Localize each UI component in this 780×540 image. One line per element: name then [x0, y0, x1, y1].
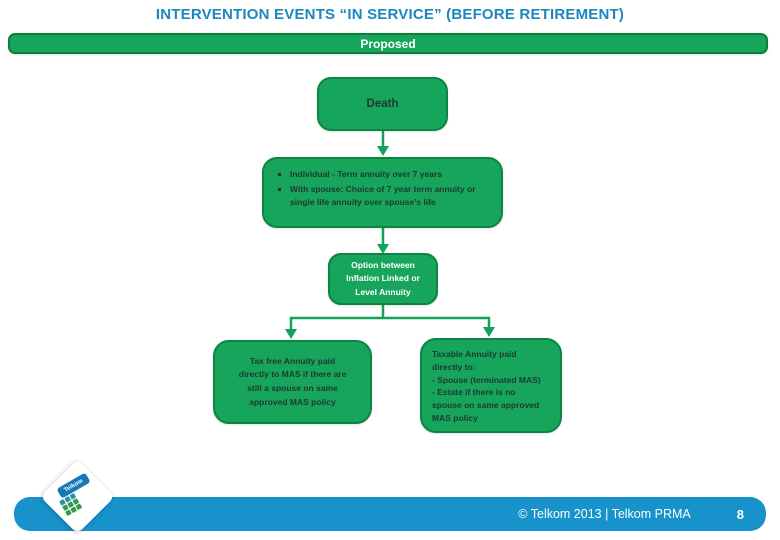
- annuity-options-list: Individual - Term annuity over 7 years W…: [272, 168, 493, 208]
- proposed-banner: Proposed: [8, 33, 768, 54]
- footer-copyright: © Telkom 2013 | Telkom PRMA: [518, 507, 691, 521]
- footer-bar: © Telkom 2013 | Telkom PRMA 8: [14, 497, 766, 531]
- flow-box-option-between: Option between Inflation Linked or Level…: [328, 253, 438, 305]
- flow-box-taxable-annuity: Taxable Annuity paid directly to: - Spou…: [420, 338, 562, 433]
- list-item: Individual - Term annuity over 7 years: [290, 168, 493, 181]
- list-item: With spouse: Choice of 7 year term annui…: [290, 183, 493, 209]
- flow-box-death: Death: [317, 77, 448, 131]
- death-label: Death: [366, 98, 399, 110]
- flow-box-tax-free-annuity: Tax free Annuity paid directly to MAS if…: [213, 340, 372, 424]
- proposed-banner-label: Proposed: [360, 36, 416, 51]
- slide-title: INTERVENTION EVENTS “IN SERVICE” (BEFORE…: [155, 6, 625, 23]
- page-number: 8: [736, 506, 744, 522]
- flow-box-annuity-options: Individual - Term annuity over 7 years W…: [262, 157, 503, 228]
